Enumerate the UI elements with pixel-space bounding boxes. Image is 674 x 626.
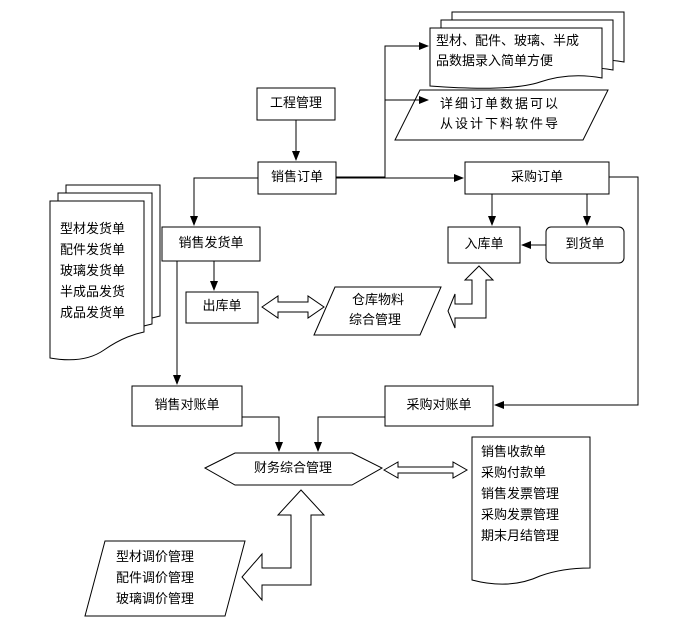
warehouse-label-1: 仓库物料 [351,293,405,308]
purchase-reconcile-label: 采购对账单 [406,398,472,413]
sales-order-label: 销售订单 [270,170,324,185]
order-import-parallelogram [394,89,609,141]
finance-label: 财务综合管理 [253,461,333,476]
purchase-order-label: 采购订单 [510,170,564,185]
inbound-label: 入库单 [464,237,504,252]
purchase-reconcile-box [384,385,494,427]
sales-delivery-box [161,226,261,262]
order-import-line-2: 从设计下料软件导 [440,117,561,132]
pricing-finance-block-arrow [241,489,326,602]
delivery-doc-2: 配件发货单 [60,243,126,258]
pricing-doc-2: 配件调价管理 [116,571,195,586]
finance-doc-5: 期末月结管理 [481,529,560,544]
profiles-input-doc-stack [429,11,625,89]
delivery-doc-5: 成品发货单 [60,306,126,321]
delivery-doc-3: 玻璃发货单 [60,264,126,279]
finance-hexagon [203,452,384,486]
finance-docs-double-arrow [382,461,469,479]
arrival-label: 到货单 [565,237,605,252]
delivery-doc-4: 半成品发货 [60,285,126,300]
sales-reconcile-label: 销售对账单 [154,398,220,413]
sales-reconcile-box [131,385,243,427]
finance-doc-2: 采购付款单 [481,466,547,481]
delivery-doc-1: 型材发货单 [60,222,126,237]
outbound-warehouse-double-arrow [261,295,325,319]
engineering-label: 工程管理 [269,96,323,111]
pricing-doc-3: 玻璃调价管理 [116,592,195,607]
order-import-line-1: 详细订单数据可以 [440,97,561,112]
finance-doc-3: 销售发票管理 [481,487,560,502]
finance-doc-4: 采购发票管理 [481,508,560,523]
warehouse-parallelogram [313,286,442,336]
warehouse-inbound-block-arrow [447,265,495,329]
finance-doc-1: 销售收款单 [481,445,547,460]
outbound-label: 出库单 [202,299,242,314]
finance-docs-shape [471,436,591,585]
profiles-input-line-1: 型材、配件、玻璃、半成 [436,34,580,49]
sales-delivery-label: 销售发货单 [178,236,244,251]
pricing-doc-1: 型材调价管理 [116,550,195,565]
outbound-box [185,291,259,324]
pricing-parallelogram [84,540,246,617]
purchase-order-box [464,161,610,195]
delivery-docs-stack [49,184,161,361]
profiles-input-line-2: 品数据录入简单方便 [436,54,554,69]
engineering-box [256,87,336,121]
warehouse-label-2: 综合管理 [348,313,402,328]
inbound-box [447,226,521,264]
